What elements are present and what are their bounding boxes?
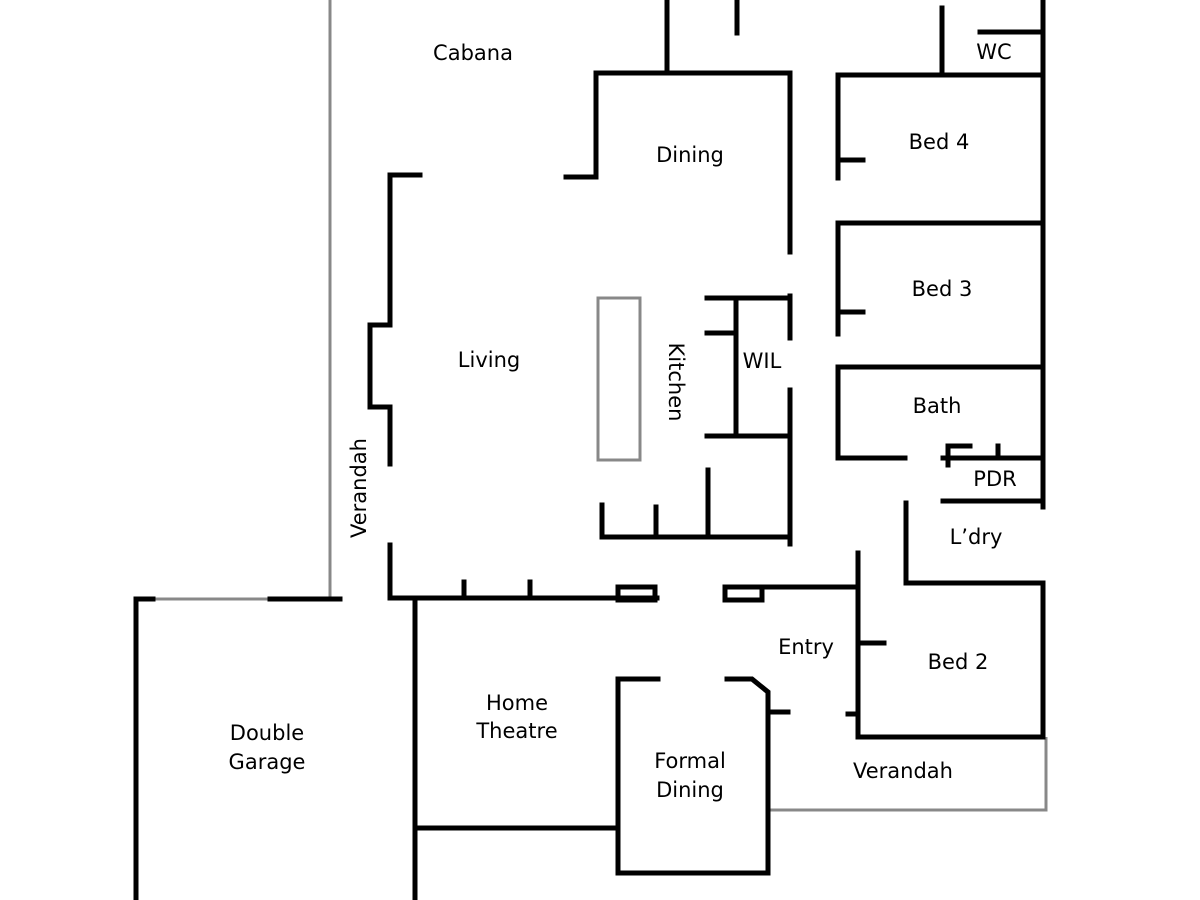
garage-wall xyxy=(133,596,156,900)
room-label-double-garage-line2: Garage xyxy=(229,750,306,774)
room-label-verandah-side: Verandah xyxy=(347,438,371,538)
bed4-wall xyxy=(835,72,1046,181)
laundry-wall xyxy=(855,500,1046,740)
room-label-pdr: PDR xyxy=(973,467,1016,491)
room-label-home-theatre-line1: Home xyxy=(486,691,548,715)
dining-wall xyxy=(563,70,793,255)
door-threshold xyxy=(722,584,765,603)
room-label-living: Living xyxy=(458,348,520,372)
room-label-bed3: Bed 3 xyxy=(912,277,973,301)
room-label-verandah-front: Verandah xyxy=(853,759,953,783)
room-label-bed4: Bed 4 xyxy=(909,130,970,154)
living-west-wall xyxy=(367,172,423,467)
kitchen-island xyxy=(596,296,642,462)
room-label-cabana: Cabana xyxy=(433,41,513,65)
bath-wall xyxy=(835,364,1046,461)
room-label-home-theatre-line2: Theatre xyxy=(475,719,557,743)
front-verandah-boundary xyxy=(770,737,1048,812)
room-labels: Cabana Dining WC Bed 4 Bed 3 Living Kitc… xyxy=(229,40,1017,802)
room-label-double-garage-line1: Double xyxy=(230,721,304,745)
door-threshold xyxy=(615,584,658,603)
room-label-wil: WIL xyxy=(743,349,782,373)
room-label-entry: Entry xyxy=(778,635,834,659)
room-label-formal-dining-line2: Dining xyxy=(656,778,724,802)
living-south-wall xyxy=(387,542,660,601)
formal-dining-wall xyxy=(615,676,771,876)
room-label-laundry: L’dry xyxy=(950,525,1003,549)
kitchen-bench-wall xyxy=(599,502,793,540)
pdr-wall xyxy=(945,443,973,468)
boundary-lines xyxy=(153,0,1048,812)
bed3-wall xyxy=(835,220,1046,337)
room-label-bed2: Bed 2 xyxy=(928,650,989,674)
room-label-formal-dining-line1: Formal xyxy=(654,749,726,773)
room-label-wc: WC xyxy=(976,40,1011,64)
room-label-kitchen: Kitchen xyxy=(664,343,688,422)
room-label-bath: Bath xyxy=(913,394,962,418)
room-label-dining: Dining xyxy=(656,143,724,167)
walls xyxy=(133,0,1046,900)
